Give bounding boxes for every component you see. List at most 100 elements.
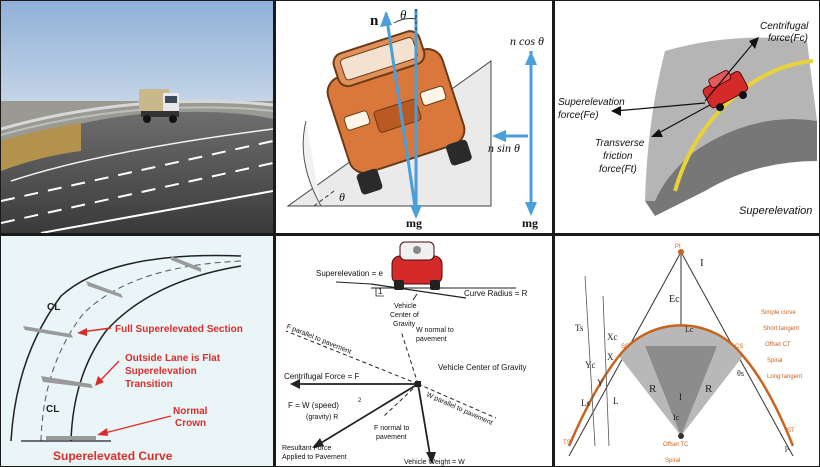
label-vcg-right: Vehicle Center of Gravity — [438, 363, 526, 372]
label-centrifugal: Centrifugal Force = F — [284, 372, 359, 381]
dim-yc — [602, 295, 610, 447]
label-ec: Ec — [669, 294, 680, 305]
label-pi: PI — [675, 244, 681, 250]
inner-edge — [70, 265, 242, 442]
resultant-arrow — [315, 383, 419, 447]
highway-photo-drawing — [1, 1, 273, 233]
label-w-normal2: pavement — [416, 336, 447, 343]
label-outside3: Transition — [125, 379, 173, 390]
label-f-normal1: F normal to — [374, 425, 410, 432]
edge-line — [40, 190, 273, 233]
inner-edge-line — [10, 128, 273, 182]
section-top-2 — [171, 256, 201, 272]
front-car — [391, 241, 443, 290]
label-vcg1: Vehicle — [394, 303, 417, 310]
label-p: p — [785, 443, 789, 452]
normal-arrowhead — [380, 11, 392, 27]
label-normal1: Normal — [173, 406, 208, 417]
dirt-median — [1, 123, 81, 171]
label-superelev2: force(Fe) — [558, 110, 599, 121]
label-i-mid: I — [679, 392, 682, 402]
label-ls: Ls — [581, 398, 590, 408]
inner-sector — [645, 346, 717, 436]
w-parallel-line — [417, 383, 497, 419]
weight-arrowhead-right — [525, 202, 537, 216]
outer-edge — [10, 254, 242, 442]
label-spiral-right: Spiral — [767, 358, 782, 364]
slope-extension — [335, 281, 372, 285]
label-theta-bottom: θ — [339, 190, 345, 204]
label-transverse: Transverse — [595, 138, 645, 149]
road-3d-drawing: Centrifugal force(Fc) Superelevation for… — [555, 1, 819, 233]
section-transition — [41, 376, 93, 388]
pavement-slope — [370, 283, 467, 299]
label-vcg2: Center of — [390, 312, 419, 319]
label-ic: Ic — [673, 413, 680, 422]
label-ts: TS — [563, 440, 571, 446]
label-transverse3: force(Ft) — [599, 164, 637, 175]
centrifugal-arrow — [704, 40, 756, 102]
label-formula-exp: 2 — [358, 398, 362, 404]
label-ts-dim: Ts — [575, 323, 584, 333]
vehicle-free-body-diagram: Superelevation = e 1 Vehicle Center of G… — [276, 236, 552, 466]
label-superelevation: Superelevation = e — [316, 269, 383, 278]
label-st: ST — [787, 428, 795, 434]
label-cs: CS — [735, 344, 743, 350]
label-formula1: F = W (speed) — [288, 401, 339, 410]
label-w-parallel: W parallel to pavement — [425, 391, 493, 427]
label-theta-s: θs — [737, 369, 744, 378]
road-top-surface — [645, 37, 817, 202]
theta-arc — [393, 18, 417, 24]
label-superelev: Superelevation — [558, 97, 625, 108]
label-yc: Yc — [585, 360, 596, 370]
label-r-right: R — [705, 383, 713, 395]
label-l: L — [613, 396, 619, 406]
label-resultant2: Applied to Pavement — [282, 454, 347, 461]
label-normal2: Crown — [175, 418, 206, 429]
label-formula2: (gravity) R — [306, 414, 338, 421]
f-normal-line — [383, 383, 419, 417]
dim-ts — [584, 275, 596, 447]
photo-highway-curve — [1, 1, 273, 233]
label-f-parallel: F parallel to pavement — [285, 323, 352, 355]
label-lc-top: Lc — [685, 325, 694, 334]
label-centrifugal2: force(Fc) — [768, 33, 808, 44]
label-cl-top: CL — [47, 302, 60, 313]
sky — [1, 1, 273, 111]
label-i-top: I — [700, 257, 704, 269]
label-y: Y — [597, 378, 604, 388]
label-cl-bottom: CL — [46, 404, 59, 415]
pi-point — [678, 249, 684, 255]
superelevation-arrow — [614, 102, 706, 112]
cg-marker — [415, 381, 421, 387]
label-one: 1 — [378, 287, 383, 296]
section-full — [23, 326, 73, 338]
label-w-normal1: W normal to — [416, 327, 454, 334]
label-r-left: R — [649, 383, 657, 395]
label-simple-curve: Simple curve — [761, 310, 796, 316]
lane-marking-1 — [1, 140, 273, 202]
label-long-tangent: Long tangent — [767, 374, 802, 380]
label-f-normal2: pavement — [376, 434, 407, 441]
road-side-wall — [645, 119, 817, 216]
arrow-normal — [100, 415, 172, 435]
spiral-curve — [567, 324, 795, 447]
label-superelevated-curve: Superelevated Curve — [53, 449, 173, 463]
superelevated-curve-sketch: CL CL Full Superelevated Section Outside… — [1, 236, 273, 466]
curve-sketch-drawing: CL CL Full Superelevated Section Outside… — [10, 254, 243, 463]
label-theta-top: θ — [400, 7, 407, 22]
label-sc: SC — [621, 344, 630, 350]
label-n: n — [370, 13, 379, 29]
f-parallel-line — [285, 330, 419, 385]
banked-road-force-diagram: n θ n cos θ n sin θ mg mg θ — [276, 1, 552, 233]
label-x: X — [607, 352, 614, 362]
lane-marking-2 — [1, 162, 273, 224]
center-point — [678, 433, 684, 439]
label-outside1: Outside Lane is Flat — [125, 353, 221, 364]
label-vcg3: Gravity — [393, 321, 416, 328]
label-short-tangent: Short tangent — [763, 326, 799, 332]
label-weight: Vehicle Weight = W — [404, 459, 465, 466]
label-outside2: Superelevation — [125, 366, 197, 377]
label-nsin: n sin θ — [488, 141, 520, 155]
